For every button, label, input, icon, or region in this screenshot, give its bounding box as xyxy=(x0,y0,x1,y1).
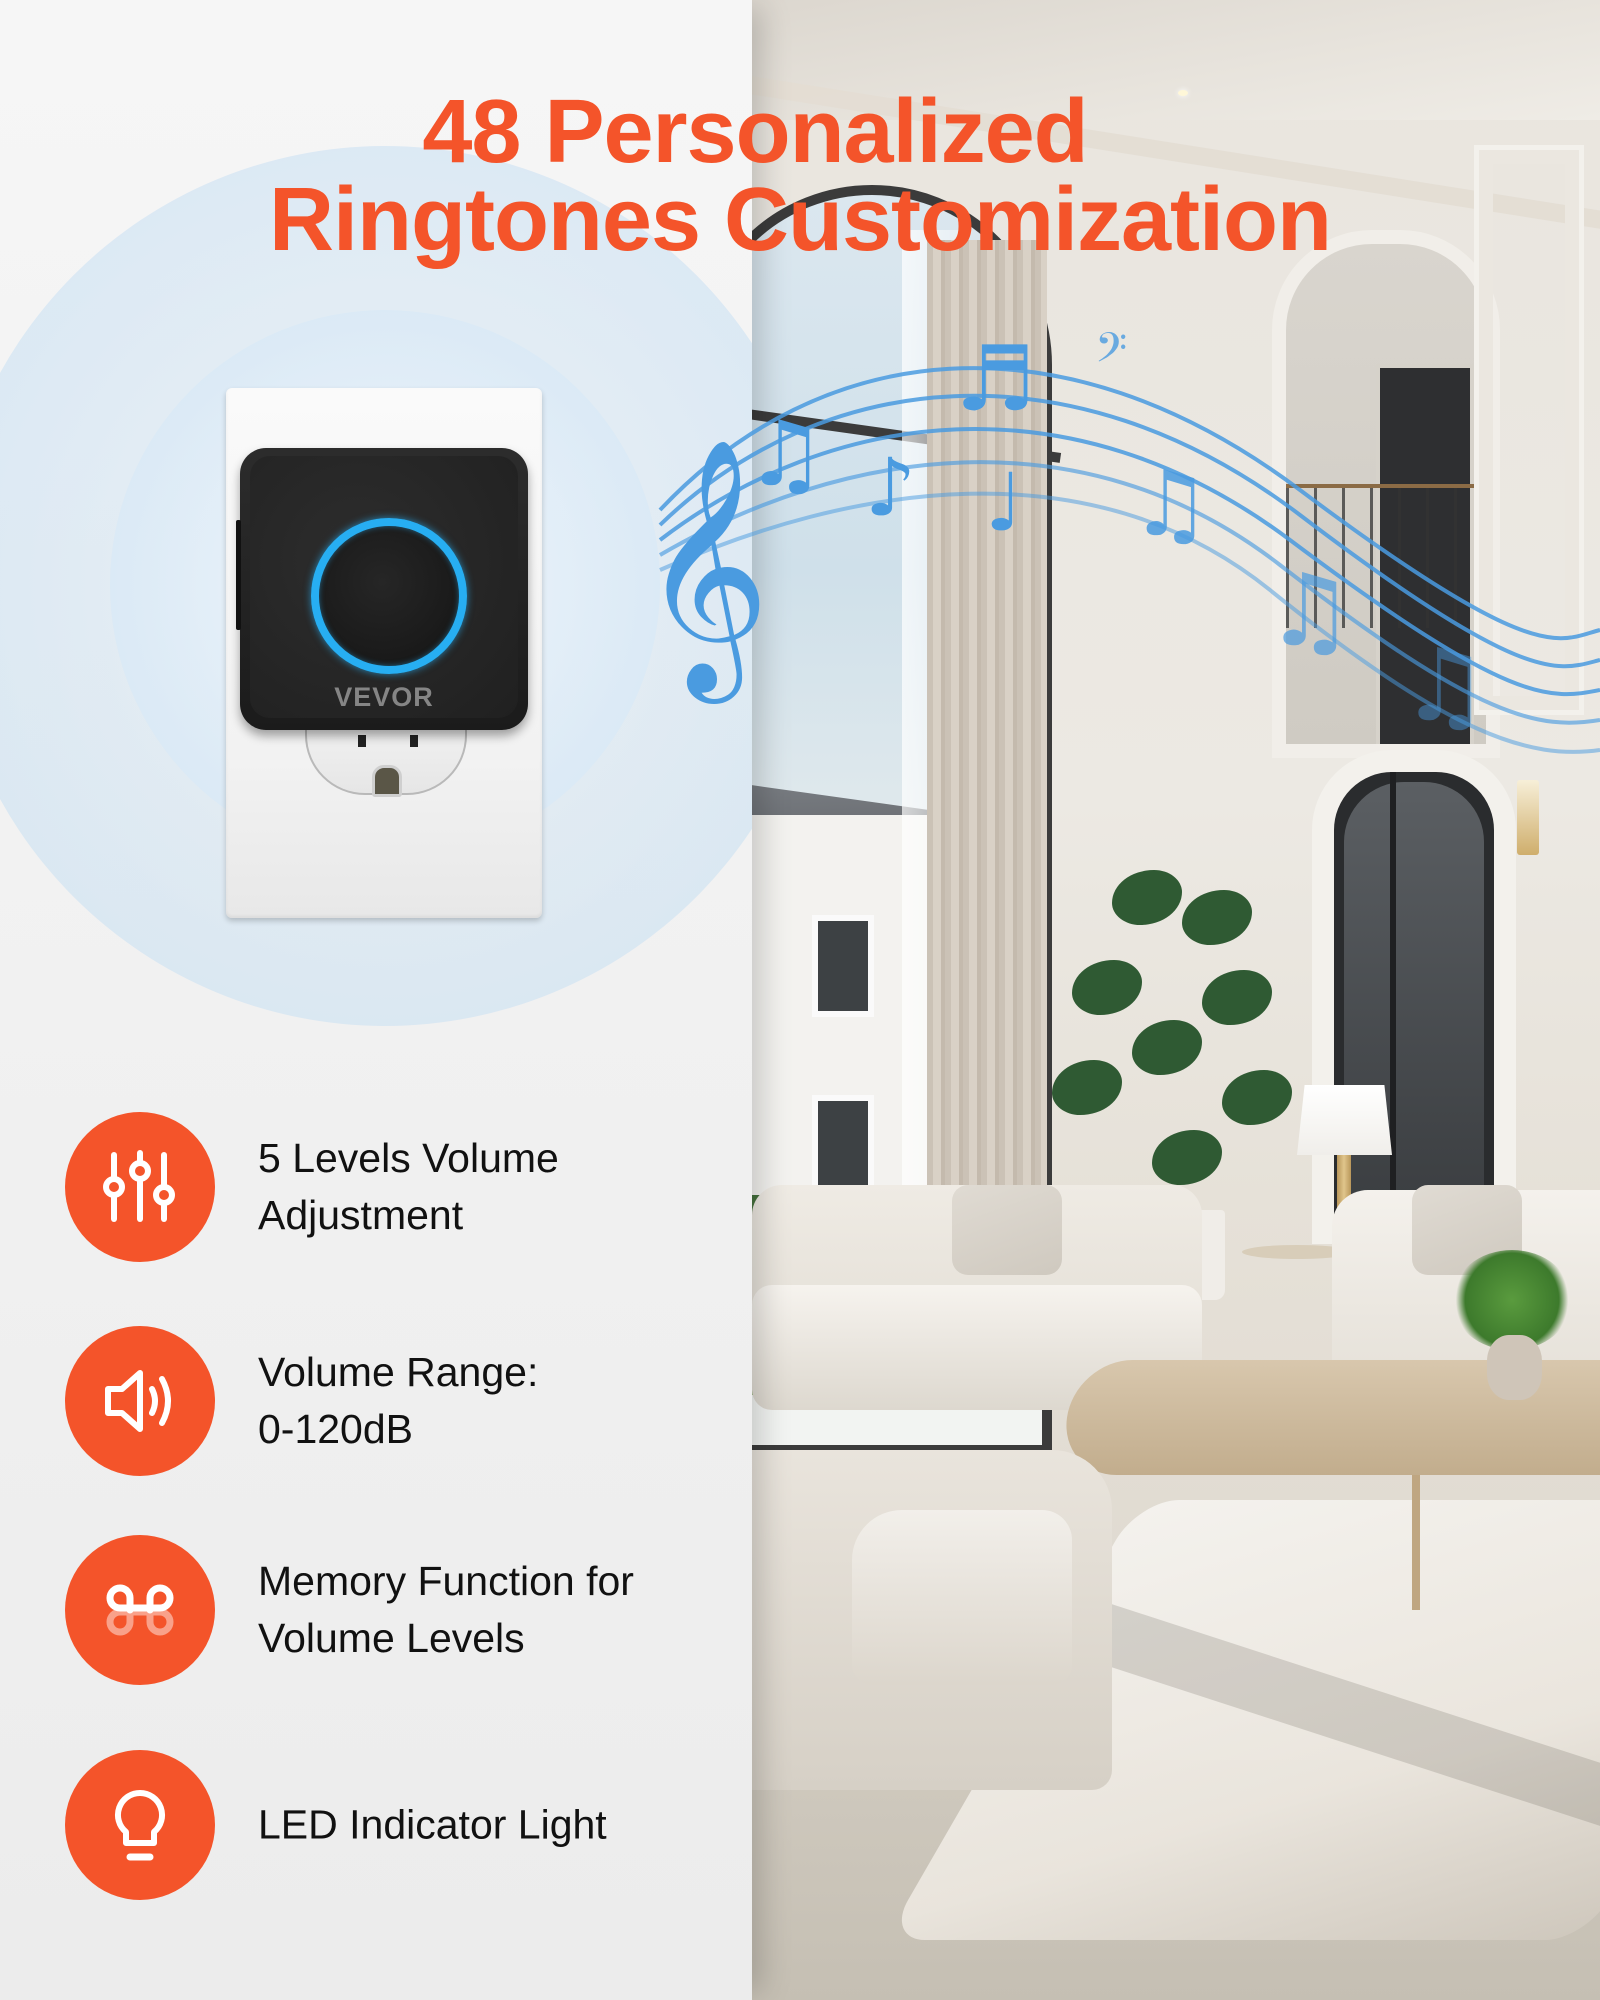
outlet-slot xyxy=(358,735,366,747)
page-title: 48 Personalized Ringtones Customization xyxy=(0,82,1600,270)
pillow xyxy=(952,1185,1062,1275)
feature-text: LED Indicator Light xyxy=(258,1797,607,1854)
speaker-volume-icon xyxy=(65,1326,215,1476)
feature-volume-range: Volume Range: 0-120dB xyxy=(65,1326,725,1476)
led-ring-button xyxy=(311,518,467,674)
feature-memory: Memory Function for Volume Levels xyxy=(65,1535,725,1685)
lamp-shade xyxy=(1297,1085,1392,1155)
feature-text: 5 Levels Volume Adjustment xyxy=(258,1130,559,1244)
vase xyxy=(1487,1335,1542,1400)
feature-line: Memory Function for xyxy=(258,1558,634,1604)
feature-line: 0-120dB xyxy=(258,1406,414,1452)
arched-mullion xyxy=(1390,772,1396,1222)
side-table xyxy=(1242,1245,1352,1259)
drape-curtain xyxy=(927,240,1047,1340)
recessed-light xyxy=(1178,90,1188,96)
house-window xyxy=(812,915,874,1017)
potted-herb xyxy=(1452,1250,1572,1350)
armchair-cushion xyxy=(852,1510,1072,1685)
upper-arch-balcony xyxy=(1272,230,1500,758)
fiddle-leaf-plant xyxy=(1052,870,1292,1230)
feature-text: Memory Function for Volume Levels xyxy=(258,1553,634,1667)
balcony-bars xyxy=(1286,488,1486,628)
command-memory-icon xyxy=(65,1535,215,1685)
feature-panel: VEVOR 5 Levels Volume Adjustment Volume … xyxy=(0,0,752,2000)
feature-line: Adjustment xyxy=(258,1192,464,1238)
feature-volume-levels: 5 Levels Volume Adjustment xyxy=(65,1112,725,1262)
volume-side-button xyxy=(236,520,241,630)
table-leg xyxy=(1412,1470,1420,1610)
feature-line: Volume Levels xyxy=(258,1615,525,1661)
outlet-ground-hole xyxy=(372,765,402,797)
title-line-1: 48 Personalized xyxy=(422,82,1088,182)
title-line-2: Ringtones Customization xyxy=(269,170,1332,270)
feature-line: LED Indicator Light xyxy=(258,1801,607,1848)
feature-led: LED Indicator Light xyxy=(65,1750,725,1900)
feature-text: Volume Range: 0-120dB xyxy=(258,1344,538,1458)
lightbulb-icon xyxy=(65,1750,215,1900)
arched-glass xyxy=(1344,782,1484,1222)
house-window xyxy=(812,1095,874,1197)
living-room-photo xyxy=(752,0,1600,2000)
feature-line: Volume Range: xyxy=(258,1349,539,1395)
feature-line: 5 Levels Volume xyxy=(258,1135,559,1181)
wall-sconce xyxy=(1517,780,1539,855)
outlet-slot xyxy=(410,735,418,747)
sliders-icon xyxy=(65,1112,215,1262)
brand-logo: VEVOR xyxy=(334,682,434,712)
